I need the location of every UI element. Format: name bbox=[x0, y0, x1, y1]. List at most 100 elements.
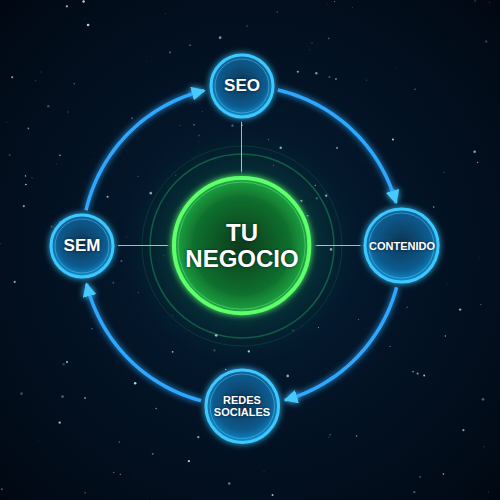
star bbox=[0, 243, 1, 245]
star bbox=[311, 42, 312, 43]
star bbox=[152, 453, 154, 455]
star bbox=[1, 488, 3, 490]
topic-label: REDES SOCIALES bbox=[211, 394, 273, 418]
star bbox=[365, 79, 367, 81]
star bbox=[180, 125, 181, 126]
star bbox=[197, 436, 199, 438]
star bbox=[336, 147, 338, 149]
star bbox=[23, 205, 25, 207]
star bbox=[202, 111, 203, 112]
star bbox=[25, 184, 27, 186]
star bbox=[84, 397, 86, 399]
star bbox=[414, 89, 415, 90]
star bbox=[358, 319, 359, 320]
star bbox=[485, 40, 487, 42]
star bbox=[335, 78, 337, 80]
circle-inner-line bbox=[178, 182, 305, 309]
star bbox=[477, 162, 479, 164]
ring-arrow bbox=[285, 287, 397, 400]
star bbox=[14, 281, 16, 283]
inner-ring bbox=[142, 146, 342, 346]
topic-circle: SEM bbox=[49, 213, 115, 279]
star bbox=[356, 435, 357, 436]
star bbox=[286, 375, 289, 378]
topic-label: SEO bbox=[224, 77, 260, 96]
circle-shape bbox=[174, 178, 309, 313]
star bbox=[193, 124, 194, 125]
star bbox=[172, 351, 174, 353]
star bbox=[169, 51, 171, 53]
star bbox=[133, 477, 135, 479]
center-label: TU NEGOCIO bbox=[183, 220, 301, 273]
star bbox=[362, 159, 364, 161]
star bbox=[326, 3, 328, 5]
star bbox=[480, 304, 481, 305]
star bbox=[412, 371, 414, 373]
star bbox=[272, 494, 274, 496]
star bbox=[225, 369, 226, 370]
star bbox=[219, 36, 222, 39]
star bbox=[246, 25, 247, 26]
star bbox=[92, 151, 94, 153]
star bbox=[47, 105, 49, 107]
star bbox=[297, 71, 299, 73]
star bbox=[474, 0, 475, 1]
star bbox=[164, 13, 166, 15]
star bbox=[351, 6, 353, 8]
star bbox=[315, 72, 318, 75]
star bbox=[443, 473, 444, 474]
star bbox=[67, 111, 69, 113]
star bbox=[40, 71, 42, 73]
star bbox=[66, 361, 68, 363]
star bbox=[59, 155, 61, 157]
star bbox=[119, 441, 121, 443]
star bbox=[473, 151, 476, 154]
circle-inner-line bbox=[369, 213, 434, 278]
star bbox=[11, 76, 13, 78]
star bbox=[134, 382, 136, 384]
star bbox=[462, 429, 464, 431]
star bbox=[137, 176, 138, 177]
star bbox=[91, 328, 92, 329]
spoke-arrow bbox=[241, 122, 244, 171]
star bbox=[479, 256, 481, 258]
star bbox=[423, 375, 425, 377]
star bbox=[433, 206, 434, 207]
star bbox=[330, 434, 331, 435]
star bbox=[413, 491, 415, 493]
star bbox=[120, 474, 121, 475]
stars bbox=[0, 0, 490, 499]
star bbox=[263, 471, 265, 473]
star bbox=[188, 460, 190, 462]
circle-inner-line bbox=[210, 374, 275, 439]
circle-inner-line bbox=[215, 59, 269, 113]
topic-label: SEM bbox=[64, 237, 101, 256]
star bbox=[31, 177, 32, 178]
star bbox=[309, 49, 311, 51]
star bbox=[189, 44, 191, 46]
star bbox=[9, 154, 11, 156]
topic-circle: SEO bbox=[209, 53, 275, 119]
star bbox=[419, 476, 420, 477]
star bbox=[74, 83, 75, 84]
circle-shape bbox=[211, 55, 273, 117]
star bbox=[83, 18, 85, 20]
spoke-arrow bbox=[241, 321, 244, 365]
star bbox=[446, 283, 448, 285]
star bbox=[444, 172, 445, 173]
star bbox=[28, 128, 30, 130]
star bbox=[87, 24, 90, 27]
circle-shape bbox=[206, 370, 279, 443]
star bbox=[50, 226, 52, 228]
star bbox=[34, 80, 36, 82]
star bbox=[61, 395, 64, 398]
star bbox=[482, 398, 485, 401]
star bbox=[417, 373, 419, 375]
star bbox=[155, 408, 157, 410]
star bbox=[484, 446, 485, 447]
ring-arrow bbox=[87, 284, 202, 401]
ring-arrow bbox=[86, 91, 204, 211]
star bbox=[488, 491, 489, 492]
star bbox=[390, 346, 391, 347]
star bbox=[113, 472, 114, 473]
